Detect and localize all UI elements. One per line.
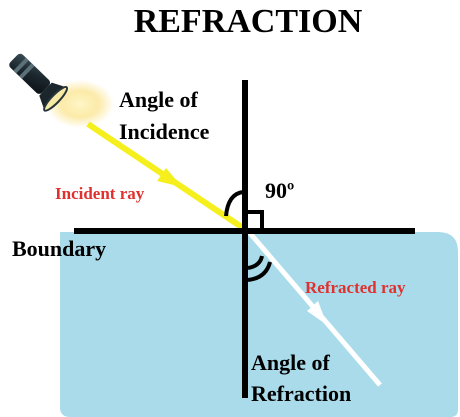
flashlight-icon — [9, 53, 69, 112]
right-angle-label: 90º — [265, 178, 294, 203]
incident-ray-arrowhead — [157, 168, 182, 187]
boundary-label: Boundary — [12, 236, 106, 261]
right-angle-marker — [246, 210, 264, 228]
refracted-ray-label: Refracted ray — [305, 278, 406, 297]
refraction-angle-arc-outer — [247, 261, 272, 282]
incident-ray-label: Incident ray — [55, 184, 145, 203]
water-region — [60, 232, 458, 417]
refracted-ray-arrowhead — [307, 301, 327, 325]
angle-of-refraction-label-line2: Refraction — [251, 381, 351, 406]
angle-of-refraction-label-line1: Angle of — [251, 350, 331, 375]
title: REFRACTION — [134, 3, 363, 40]
refraction-angle-arc-inner — [247, 255, 264, 270]
angle-of-incidence-label-line1: Angle of — [119, 87, 199, 112]
incidence-angle-arc — [224, 190, 244, 217]
angle-of-incidence-label-line2: Incidence — [119, 119, 210, 144]
